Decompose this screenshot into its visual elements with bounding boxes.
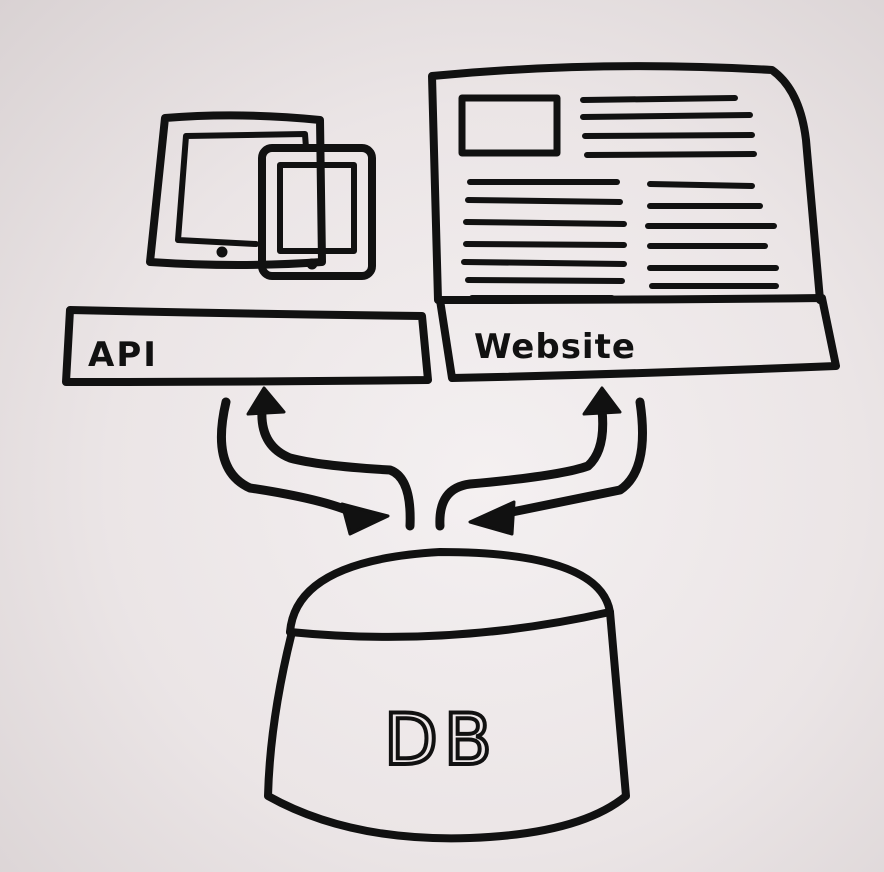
website-label: Website (474, 327, 636, 367)
database-icon: DB (264, 548, 630, 843)
db-label: DB (384, 699, 498, 781)
api-db-arrows (216, 386, 415, 536)
devices-icon (146, 111, 376, 280)
api-layer: API (62, 306, 432, 386)
website-db-arrows (435, 386, 647, 536)
website-layer: Website (436, 294, 840, 382)
webpage-icon (428, 62, 824, 304)
api-label: API (88, 335, 158, 375)
